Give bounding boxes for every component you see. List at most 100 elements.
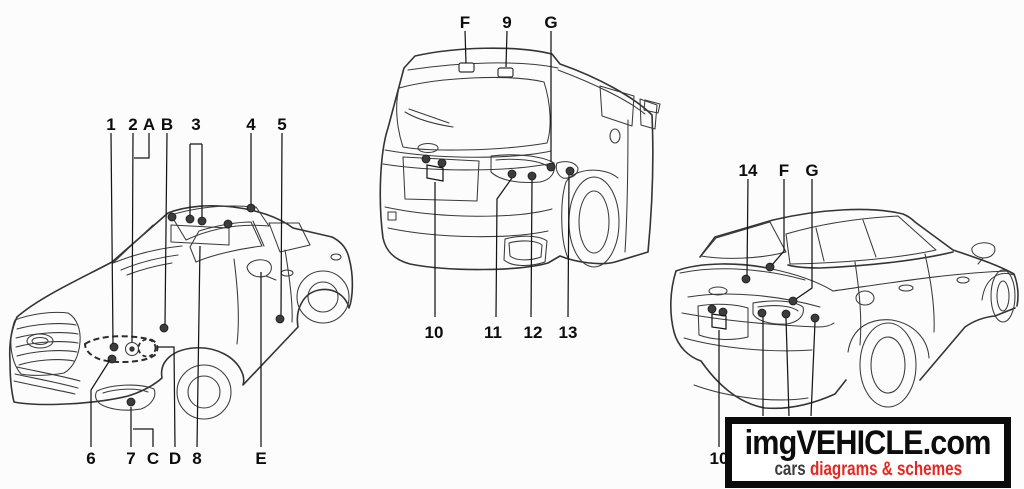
callout-dot-7 (126, 397, 136, 407)
callout-dot-12 (527, 171, 537, 181)
sedan-front-wipers (120, 254, 179, 276)
sedan-front-brand-badge (26, 333, 54, 349)
sedan-rear-door-handle (898, 284, 914, 292)
callout-dot-3b (197, 216, 207, 226)
sedan-front-mirror (246, 259, 277, 281)
wagon-license-recess (402, 156, 480, 202)
sedan-front-sunroof (170, 205, 270, 241)
callout-dot-4 (246, 203, 256, 213)
callout-line-f2 (771, 179, 785, 266)
sedan-front-rear-door-handle (330, 253, 342, 261)
sedan-front-headlight-dashed-outline (83, 335, 159, 364)
wagon-taillight-left (490, 154, 555, 183)
callout-dot-11 (507, 169, 517, 179)
sedan-rear-view-drawing (670, 178, 1019, 447)
sedan-rear-brand-badge (708, 286, 728, 296)
callout-bracket-10b (711, 313, 727, 330)
sedan-front-door-seams (233, 249, 293, 345)
wagon-rear-view-drawing (379, 30, 661, 318)
sedan-rear-rear-wheel (859, 322, 917, 408)
callout-line-d (157, 346, 176, 448)
callout-dot-roof-right (223, 219, 233, 229)
callout-line-hidden-3 (810, 321, 816, 417)
callout-line-a-bracket (134, 133, 150, 159)
sedan-rear-fuel-door (855, 290, 875, 306)
callout-dot-plate2-left (707, 304, 717, 314)
wagon-side-windows (599, 85, 658, 130)
callout-line-1 (110, 132, 114, 345)
label-12: 12 (524, 323, 543, 342)
wagon-door-seam (624, 119, 629, 253)
wagon-bumper-creases (384, 206, 553, 238)
label-13: 13 (559, 323, 578, 342)
wagon-corner-lamp (555, 161, 579, 179)
sedan-rear-front-arch (981, 273, 1015, 301)
callout-dot-3a (185, 214, 195, 224)
callout-line-13 (567, 174, 570, 318)
label-10: 10 (425, 323, 444, 342)
sedan-front-lower-intake (13, 366, 81, 395)
sedan-rear-wheel-arch (847, 319, 930, 359)
label-e: E (255, 449, 266, 468)
sedan-rear-window (700, 221, 787, 259)
callout-line-2 (131, 132, 134, 343)
watermark-site-title: imgVEHICLE.com (745, 423, 992, 462)
sedan-rear-front-wheel (990, 269, 1016, 323)
sedan-rear-license-recess (697, 303, 749, 340)
callout-bracket-10 (426, 164, 444, 182)
wagon-brand-badge (417, 142, 439, 154)
sedan-front-view-drawing (8, 132, 354, 448)
callout-line-3-bracket (189, 143, 203, 217)
sedan-front-door-window (189, 221, 263, 263)
callout-line-12 (530, 179, 533, 318)
sedan-rear-front-door-handle (956, 276, 970, 284)
callout-clip-f (458, 62, 475, 73)
label-7: 7 (126, 449, 135, 468)
label-5: 5 (277, 115, 286, 134)
callout-line-8 (196, 245, 201, 448)
sedan-front-overhead-console-box (170, 224, 230, 246)
sedan-front-grille-slats (15, 323, 79, 366)
callout-line-9 (505, 30, 508, 68)
watermark-logo-box: imgVEHICLE.com cars diagrams & schemes (725, 417, 1011, 488)
sedan-front-body-outline (8, 204, 354, 406)
label-1: 1 (106, 115, 115, 134)
callout-clip-9 (497, 67, 514, 78)
sedan-front-brand-badge-inner (31, 336, 49, 346)
sedan-rear-front-wheel-rim (996, 280, 1010, 312)
callout-dot-b (159, 323, 169, 333)
sedan-front-quarter-window (268, 222, 311, 253)
label-9: 9 (502, 13, 511, 32)
sedan-front-fog-light (95, 384, 156, 411)
callout-dot-g2 (788, 296, 798, 306)
wagon-rear-glass (396, 76, 551, 151)
label-f: F (460, 13, 470, 32)
wagon-rear-wiper (404, 108, 454, 128)
label-a: A (143, 115, 155, 134)
sedan-rear-side-glass (785, 215, 937, 265)
sedan-front-front-wheel-rim (187, 375, 221, 409)
callout-line-hidden-2 (785, 317, 790, 417)
sedan-front-highbeam-dashed-circle (137, 338, 157, 358)
sedan-rear-bumper-lines (681, 312, 835, 401)
label-g: G (544, 13, 557, 32)
wagon-exhaust-cutout (503, 235, 548, 267)
wagon-side-mirror (643, 99, 661, 114)
callout-dot-5 (275, 314, 285, 324)
sedan-front-windshield (112, 224, 183, 264)
wagon-body-outline (379, 47, 654, 271)
sedan-front-projector-lens (124, 341, 140, 357)
sedan-rear-trunk-edges (679, 268, 1009, 308)
wagon-tow-hook-cover (387, 211, 397, 221)
sedan-rear-taillight (752, 300, 804, 325)
label-3: 3 (191, 115, 200, 134)
wagon-wheel-arch (561, 169, 619, 259)
sedan-front-rear-wheel-rim (307, 281, 339, 313)
callout-dot-14 (741, 274, 751, 284)
label-g2: G (805, 161, 818, 180)
label-14: 14 (739, 161, 758, 180)
label-f2: F (779, 161, 789, 180)
label-b: B (161, 115, 173, 134)
sedan-front-rear-wheel (296, 270, 350, 324)
